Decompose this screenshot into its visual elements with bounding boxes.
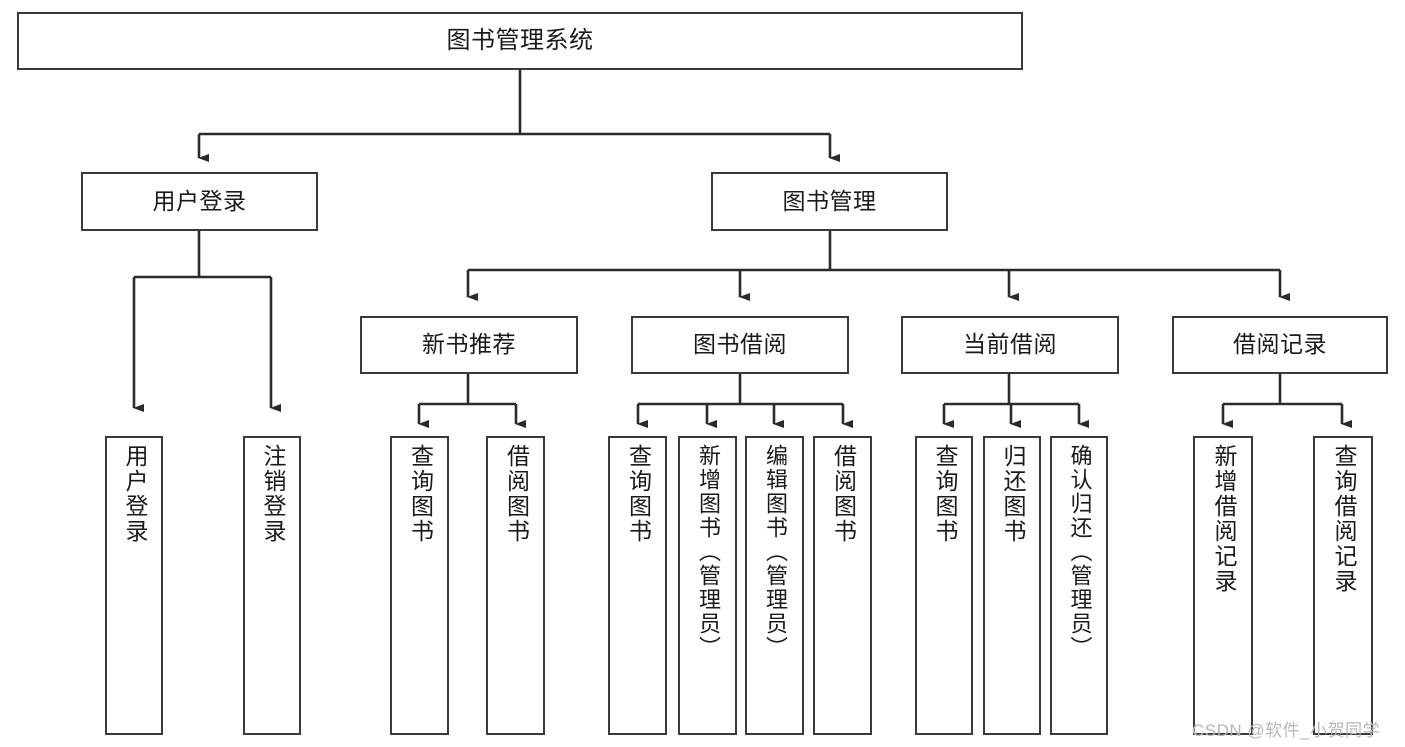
leaf-bb-borrow-book[interactable]: 借阅图书 [813, 436, 872, 735]
leaf-logout[interactable]: 注销登录 [243, 436, 301, 735]
leaf-nb-query-book[interactable]: 查询图书 [390, 436, 449, 735]
node-label: 借阅记录 [1233, 331, 1327, 358]
node-label: 查询图书 [625, 444, 652, 544]
node-book-borrowing[interactable]: 图书借阅 [631, 316, 849, 374]
node-label: 查询图书 [931, 444, 958, 544]
leaf-cb-confirm-return-admin[interactable]: 确认归还（管理员） [1050, 436, 1108, 735]
node-label: 新增图书（管理员） [695, 444, 721, 660]
leaf-bb-add-book-admin[interactable]: 新增图书（管理员） [678, 436, 737, 735]
node-label: 用户登录 [152, 187, 247, 214]
node-book-management[interactable]: 图书管理 [711, 172, 948, 231]
node-label: 确认归还（管理员） [1067, 444, 1093, 660]
node-label: 查询图书 [407, 444, 434, 544]
csdn-watermark: CSDN @软件_小贺同学 [1192, 721, 1381, 740]
leaf-br-query-record[interactable]: 查询借阅记录 [1313, 436, 1373, 735]
node-label: 编辑图书（管理员） [762, 444, 788, 660]
leaf-cb-return-book[interactable]: 归还图书 [983, 436, 1041, 735]
node-label: 图书管理系统 [446, 26, 594, 54]
node-label: 注销登录 [259, 444, 286, 544]
node-label: 当前借阅 [963, 331, 1057, 358]
node-label: 归还图书 [999, 444, 1026, 544]
node-label: 借阅图书 [830, 444, 857, 544]
node-label: 新书推荐 [422, 331, 516, 358]
node-label: 图书借阅 [693, 331, 787, 358]
leaf-bb-query-book[interactable]: 查询图书 [608, 436, 667, 735]
node-current-borrowing[interactable]: 当前借阅 [901, 316, 1119, 374]
leaf-nb-borrow-book[interactable]: 借阅图书 [486, 436, 545, 735]
node-user-login[interactable]: 用户登录 [81, 172, 318, 231]
node-label: 查询借阅记录 [1330, 444, 1357, 594]
leaf-cb-query-book[interactable]: 查询图书 [915, 436, 973, 735]
node-borrowing-records[interactable]: 借阅记录 [1172, 316, 1388, 374]
leaf-user-login[interactable]: 用户登录 [105, 436, 163, 735]
node-label: 用户登录 [121, 444, 148, 544]
node-new-book-recommendation[interactable]: 新书推荐 [360, 316, 578, 374]
leaf-br-add-record[interactable]: 新增借阅记录 [1193, 436, 1253, 735]
node-root-book-management-system[interactable]: 图书管理系统 [17, 12, 1023, 70]
node-label: 借阅图书 [503, 444, 530, 544]
node-label: 新增借阅记录 [1210, 444, 1237, 594]
leaf-bb-edit-book-admin[interactable]: 编辑图书（管理员） [745, 436, 804, 735]
node-label: 图书管理 [782, 187, 877, 214]
